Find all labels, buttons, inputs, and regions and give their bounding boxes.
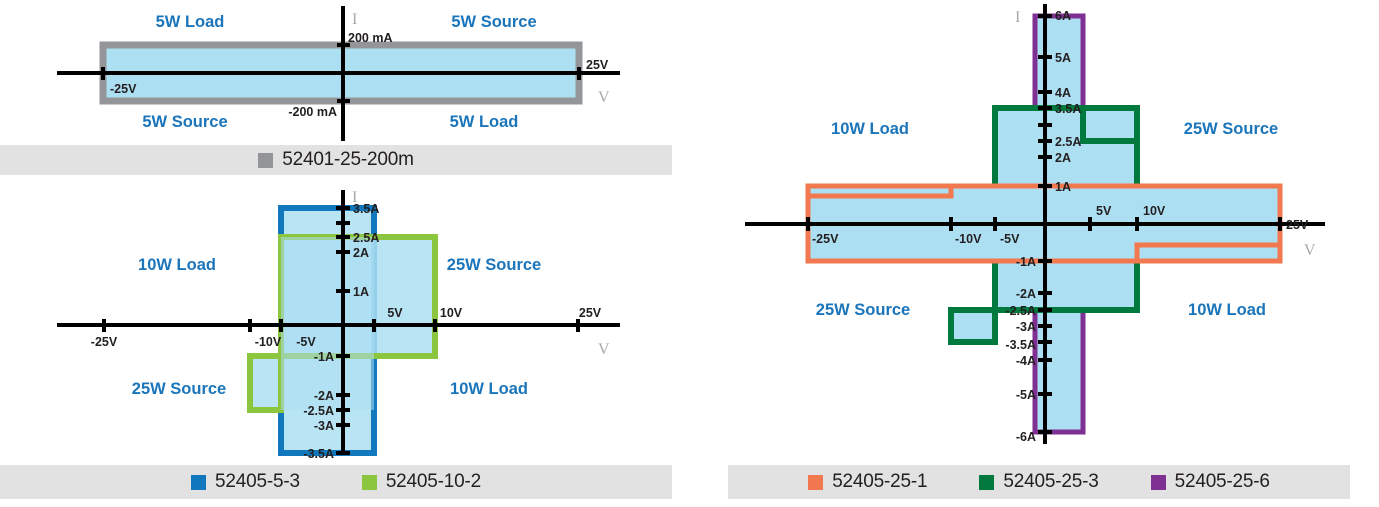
tick-label-neg2p5a: -2.5A <box>1005 304 1036 318</box>
quadrant-label-top-right: 5W Source <box>451 13 536 31</box>
legend-item-52405-10-2[interactable]: 52405-10-2 <box>361 471 482 493</box>
legend-swatch-icon <box>361 474 377 490</box>
tick-label-neg200ma: -200 mA <box>288 105 337 119</box>
tick-label-neg25v: -25V <box>110 82 137 96</box>
quadrant-label-top-left: 10W Load <box>831 120 909 138</box>
tick-label-neg5a: -5A <box>1016 388 1036 402</box>
quadrant-label-top-left: 5W Load <box>156 13 225 31</box>
tick-label-25v: 25V <box>1286 218 1309 232</box>
quadrant-label-bottom-left: 25W Source <box>132 380 226 398</box>
tick-label-200ma: 200 mA <box>348 31 392 45</box>
chart-52405-25: 10W Load 25W Source 25W Source 10W Load … <box>745 4 1325 444</box>
tick-label-25v: 25V <box>579 306 602 320</box>
chart-52405-5-3-and-10-2: 10W Load 25W Source 25W Source 10W Load … <box>57 189 620 461</box>
legend-item-label: 52401-25-200m <box>282 149 414 170</box>
quadrant-label-top-left: 10W Load <box>138 256 216 274</box>
tick-label-10v: 10V <box>440 306 463 320</box>
tick-label-neg2p5a: -2.5A <box>303 404 334 418</box>
tick-label-neg5v: -5V <box>296 335 316 349</box>
current-axis-label: I <box>352 11 357 28</box>
quadrant-label-top-right: 25W Source <box>447 256 541 274</box>
legend-item-label: 52405-5-3 <box>214 471 300 492</box>
legend-item-52405-25-1[interactable]: 52405-25-1 <box>808 471 928 493</box>
right-panel: 10W Load 25W Source 25W Source 10W Load … <box>700 0 1379 507</box>
quadrant-label-bottom-left: 5W Source <box>142 113 227 131</box>
legend-item-52405-5-3[interactable]: 52405-5-3 <box>190 471 300 493</box>
tick-label-neg2a: -2A <box>314 389 334 403</box>
voltage-axis-label: V <box>1304 242 1316 259</box>
legend-item-label: 52405-25-6 <box>1174 471 1270 492</box>
tick-label-neg25v: -25V <box>812 232 839 246</box>
legend-chart-52405-25: 52405-25-1 52405-25-3 52405-25-6 <box>728 465 1350 499</box>
legend-swatch-icon <box>1150 474 1166 490</box>
chart-52401-25-200m: 5W Load 5W Source 5W Source 5W Load 200 … <box>57 6 620 141</box>
quadrant-label-bottom-right: 10W Load <box>450 380 528 398</box>
legend-item-52401-25-200m[interactable]: 52401-25-200m <box>258 149 414 171</box>
tick-label-3p5a: 3.5A <box>353 202 379 216</box>
tick-label-5v: 5V <box>1096 204 1112 218</box>
legend-swatch-icon <box>190 474 206 490</box>
quadrant-label-bottom-right: 5W Load <box>450 113 519 131</box>
tick-label-neg6a: -6A <box>1016 430 1036 444</box>
tick-label-1a: 1A <box>353 285 369 299</box>
tick-label-2a: 2A <box>1055 151 1071 165</box>
legend-item-52405-25-6[interactable]: 52405-25-6 <box>1150 471 1270 493</box>
tick-label-neg4a: -4A <box>1016 354 1036 368</box>
tick-label-5a: 5A <box>1055 51 1071 65</box>
legend-item-label: 52405-25-3 <box>1003 471 1099 492</box>
voltage-axis-label: V <box>598 341 610 358</box>
tick-label-neg5v: -5V <box>1000 232 1020 246</box>
legend-item-52405-25-3[interactable]: 52405-25-3 <box>979 471 1099 493</box>
legend-swatch-icon <box>979 474 995 490</box>
tick-label-neg1a: -1A <box>314 350 334 364</box>
legend-item-label: 52405-25-1 <box>832 471 928 492</box>
tick-label-6a: 6A <box>1055 9 1071 23</box>
legend-swatch-icon <box>258 152 274 168</box>
tick-label-neg3p5a: -3.5A <box>1005 338 1036 352</box>
tick-label-neg3a: -3A <box>314 419 334 433</box>
voltage-axis-label: V <box>598 89 610 106</box>
quadrant-label-bottom-right: 10W Load <box>1188 301 1266 319</box>
tick-label-1a: 1A <box>1055 180 1071 194</box>
tick-label-neg3a: -3A <box>1016 320 1036 334</box>
tick-label-neg10v: -10V <box>955 232 982 246</box>
legend-chart-52405-5-10: 52405-5-3 52405-10-2 <box>0 465 672 499</box>
legend-item-label: 52405-10-2 <box>385 471 482 492</box>
tick-label-5v: 5V <box>387 306 403 320</box>
tick-label-neg10v: -10V <box>255 335 282 349</box>
legend-chart-52401: 52401-25-200m <box>0 145 672 175</box>
tick-label-4a: 4A <box>1055 86 1071 100</box>
legend-swatch-icon <box>808 474 824 490</box>
tick-label-neg2a: -2A <box>1016 287 1036 301</box>
left-panel: 5W Load 5W Source 5W Source 5W Load 200 … <box>0 0 672 507</box>
tick-label-2p5a: 2.5A <box>353 231 379 245</box>
tick-label-2p5a: 2.5A <box>1055 135 1081 149</box>
tick-label-neg1a: -1A <box>1016 255 1036 269</box>
tick-label-2a: 2A <box>353 246 369 260</box>
quadrant-label-top-right: 25W Source <box>1184 120 1278 138</box>
current-axis-label: I <box>352 189 357 206</box>
current-axis-label: I <box>1015 9 1020 26</box>
tick-label-neg3p5a: -3.5A <box>303 447 334 461</box>
tick-label-10v: 10V <box>1143 204 1166 218</box>
quadrant-label-bottom-left: 25W Source <box>816 301 910 319</box>
tick-label-25v: 25V <box>586 58 609 72</box>
tick-label-3p5a: 3.5A <box>1055 102 1081 116</box>
tick-label-neg25v: -25V <box>91 335 118 349</box>
